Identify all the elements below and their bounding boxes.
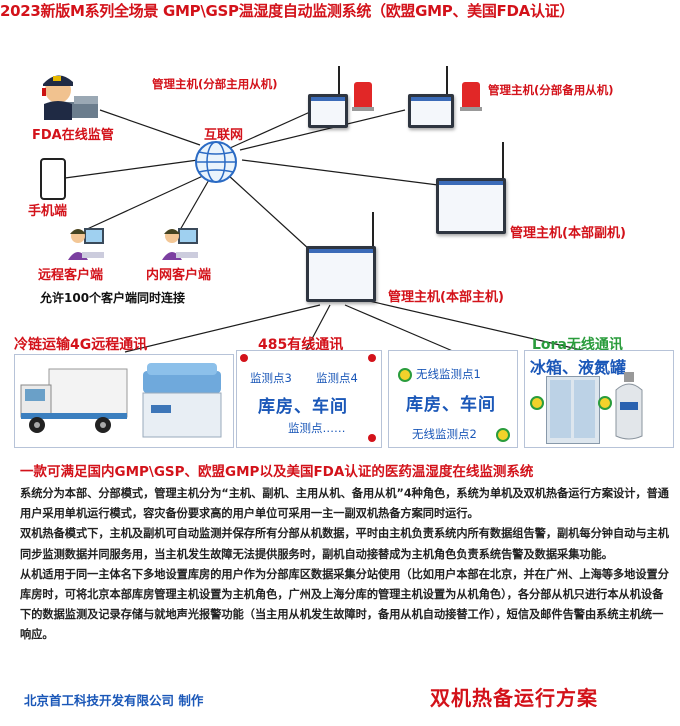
- mobile-phone-icon: [40, 158, 66, 200]
- wireless-area: 库房、车间: [406, 395, 496, 415]
- paragraph-1: 系统分为本部、分部模式，管理主机分为“主机、副机、主用从机、备用从机”4种角色，…: [20, 487, 669, 521]
- paragraph-2: 双机热备模式下，主机及副机可自动监测并保存所有分部从机数据，平时由主机负责系统内…: [20, 527, 669, 561]
- antenna-icon: [446, 66, 448, 96]
- alarm-light-icon: [352, 82, 374, 111]
- link-remote: [84, 174, 206, 231]
- internet-globe-icon: [194, 140, 238, 184]
- link-intranet: [179, 177, 211, 231]
- link-mobile: [64, 159, 199, 179]
- fda-officer-icon: [38, 68, 100, 120]
- cooler-box-icon: [137, 361, 227, 441]
- hq-vice-label: 管理主机(本部副机): [510, 226, 626, 241]
- wireless-sensor-icon: [598, 396, 612, 410]
- alarm-light-icon: [460, 82, 482, 111]
- fridge-icon: [546, 376, 600, 444]
- page-title: 2023新版M系列全场景 GMP\GSP温湿度自动监测系统（欧盟GMP、美国FD…: [0, 2, 575, 20]
- branch-main-slave-monitor: [308, 94, 348, 128]
- sensor-node-icon: [368, 354, 376, 362]
- remote-client-label: 远程客户端: [38, 268, 104, 283]
- company-credit: 北京首工科技开发有限公司 制作: [24, 693, 204, 708]
- branch-backup-slave-label: 管理主机(分部备用从机): [488, 83, 614, 97]
- fda-label: FDA在线监管: [32, 128, 114, 143]
- hq-main-monitor: [306, 246, 376, 302]
- link-lora: [364, 299, 591, 353]
- link-wireless: [344, 304, 456, 353]
- branch-main-slave-label: 管理主机(分部主用从机): [152, 77, 278, 91]
- truck-icon: [19, 363, 129, 439]
- wired-area: 库房、车间: [258, 397, 348, 417]
- cold-chain-panel: [14, 354, 234, 448]
- client-note: 允许100个客户端同时连接: [40, 291, 186, 305]
- antenna-icon: [502, 142, 504, 180]
- antenna-icon: [372, 212, 374, 248]
- wireless-sensor-icon: [496, 428, 510, 442]
- link-hq-main: [227, 174, 311, 251]
- antenna-icon: [338, 66, 340, 96]
- sensor-node-icon: [368, 434, 376, 442]
- link-branch-backup: [239, 109, 406, 151]
- nitrogen-tank-icon: [612, 372, 646, 442]
- mobile-label: 手机端: [28, 204, 68, 219]
- cold-chain-header: 冷链运输4G远程通讯: [14, 337, 148, 353]
- link-hq-vice: [241, 159, 439, 186]
- hq-vice-monitor: [436, 178, 506, 234]
- wireless-sensor-icon: [530, 396, 544, 410]
- wired-point-3: 监测点3: [250, 371, 292, 385]
- link-wired: [304, 304, 331, 353]
- wired-header: 485有线通讯: [258, 337, 344, 353]
- description: 系统分为本部、分部模式，管理主机分为“主机、副机、主用从机、备用从机”4种角色，…: [20, 484, 670, 646]
- link-fda: [99, 109, 201, 146]
- lora-header: Lora无线通讯: [532, 337, 623, 353]
- headline: 一款可满足国内GMP\GSP、欧盟GMP以及美国FDA认证的医药温湿度在线监测系…: [20, 464, 534, 480]
- branch-backup-slave-monitor: [408, 94, 454, 128]
- lora-area: 冰箱、液氮罐: [530, 358, 627, 377]
- wired-point-4: 监测点4: [316, 371, 358, 385]
- link-branch-main: [229, 111, 311, 149]
- wired-panel: [236, 350, 382, 448]
- paragraph-3: 从机适用于同一主体名下多地设置库房的用户作为分部库区数据采集分站使用（比如用户本…: [20, 567, 669, 642]
- hq-main-label: 管理主机(本部主机): [388, 290, 504, 305]
- wireless-sensor-icon: [398, 368, 412, 382]
- scheme-title: 双机热备运行方案: [430, 686, 598, 710]
- wired-points-more: 监测点……: [288, 421, 346, 435]
- remote-client-icon: [66, 222, 106, 262]
- link-cold: [124, 304, 321, 353]
- intranet-client-label: 内网客户端: [146, 268, 212, 283]
- intranet-client-icon: [160, 222, 200, 262]
- internet-label: 互联网: [204, 128, 244, 143]
- wireless-point-1: 无线监测点1: [416, 367, 481, 381]
- sensor-node-icon: [240, 354, 248, 362]
- wireless-point-2: 无线监测点2: [412, 427, 477, 441]
